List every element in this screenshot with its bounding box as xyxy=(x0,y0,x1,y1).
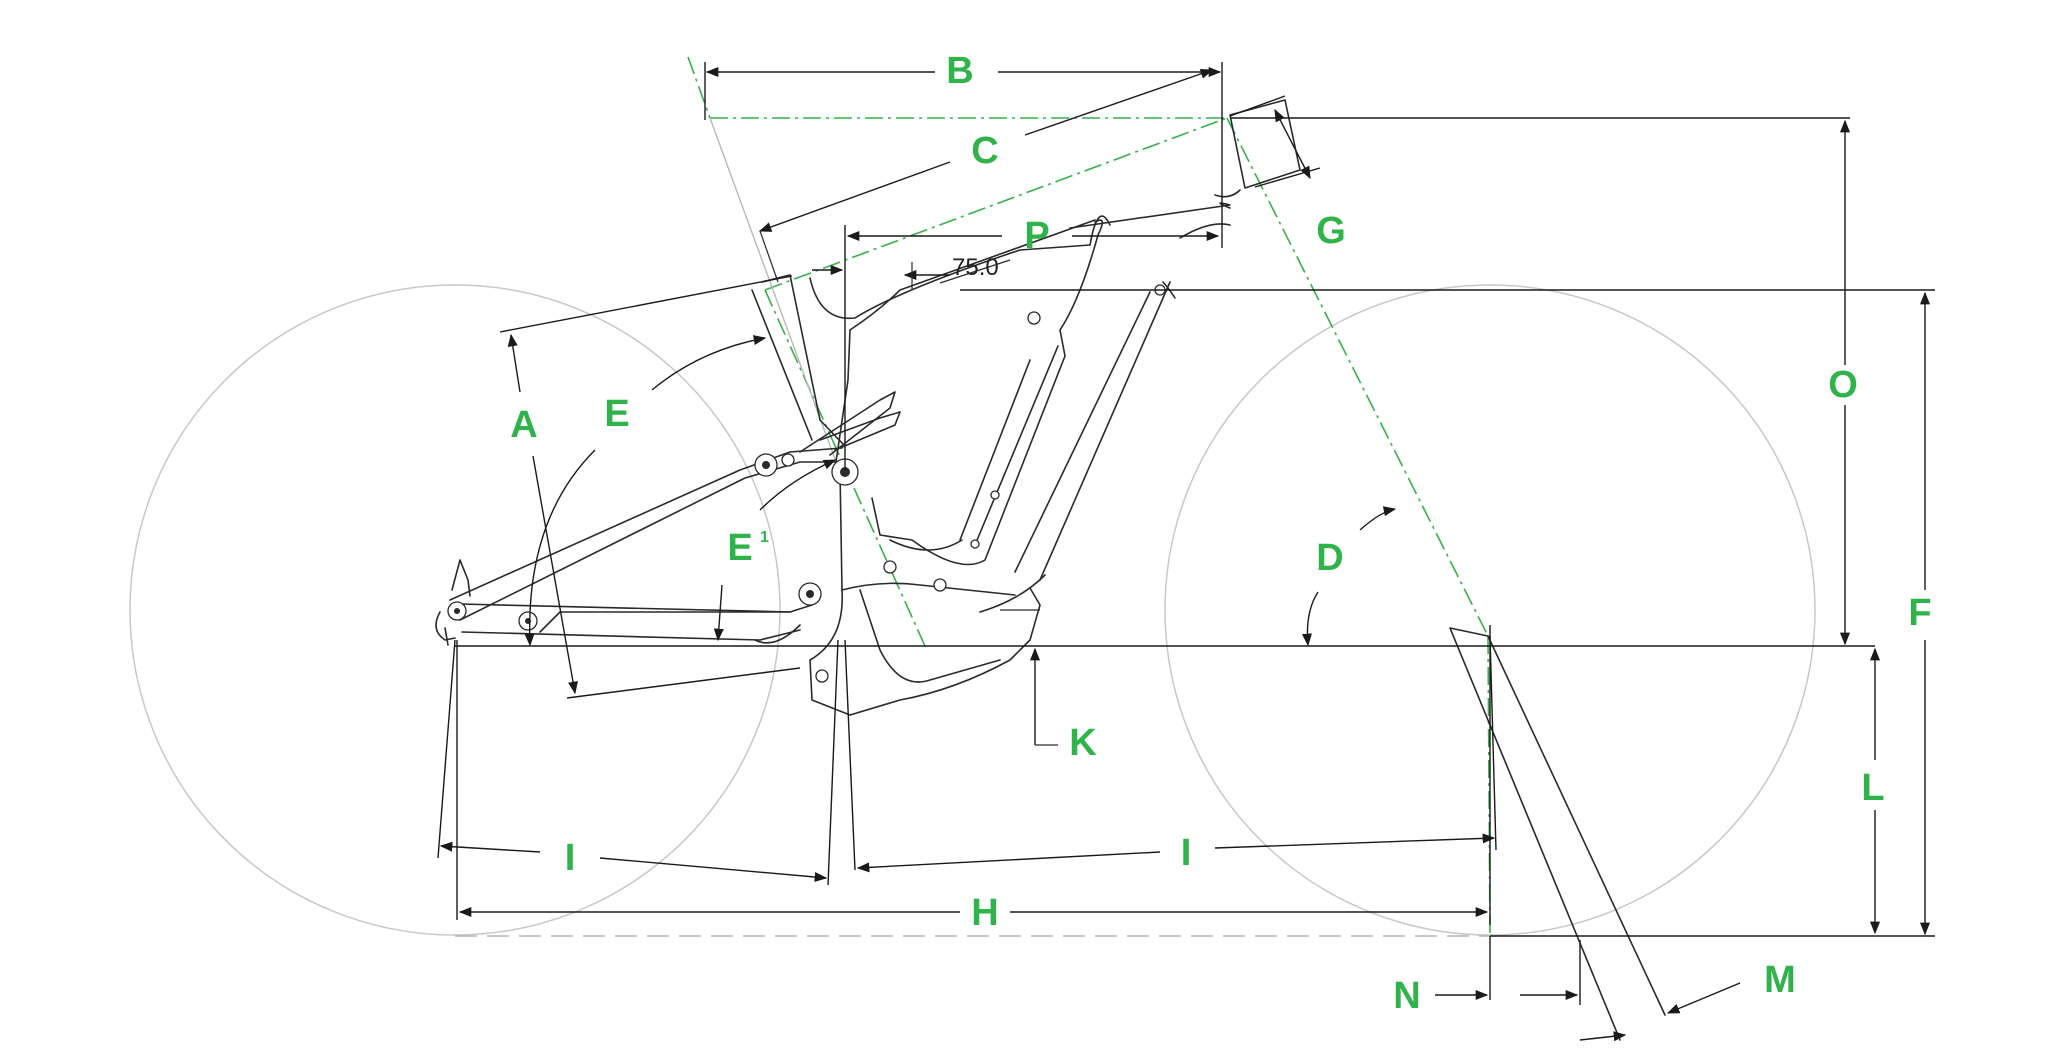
label-i-left: I xyxy=(565,837,576,879)
label-p: P xyxy=(1024,215,1049,257)
geometry-lines xyxy=(687,56,1491,937)
rear-wheel xyxy=(129,284,781,936)
label-f: F xyxy=(1908,592,1931,634)
seat-angle-value: 75.0 xyxy=(952,254,999,281)
label-h: H xyxy=(971,892,998,934)
label-e1-superscript: 1 xyxy=(760,529,769,546)
label-e: E xyxy=(604,393,629,435)
label-c: C xyxy=(971,130,998,172)
label-l: L xyxy=(1861,767,1884,809)
label-a: A xyxy=(510,404,537,446)
dimension-labels: A B C D E E 1 F G H I I K L M N O P 75.0 xyxy=(510,50,1931,1017)
label-d: D xyxy=(1316,537,1343,579)
frame-outline xyxy=(435,99,1666,1041)
label-e1: E xyxy=(727,527,752,569)
frame-bolts xyxy=(447,284,1166,683)
dimension-lines xyxy=(437,62,1935,1042)
label-n: N xyxy=(1393,975,1420,1017)
front-wheel xyxy=(1164,284,1816,936)
label-k: K xyxy=(1069,722,1097,764)
label-m: M xyxy=(1764,959,1796,1001)
seat-axis-grey xyxy=(709,117,837,463)
label-o: O xyxy=(1828,364,1858,406)
label-g: G xyxy=(1316,210,1346,252)
label-b: B xyxy=(946,50,973,92)
label-i-right: I xyxy=(1181,832,1192,874)
